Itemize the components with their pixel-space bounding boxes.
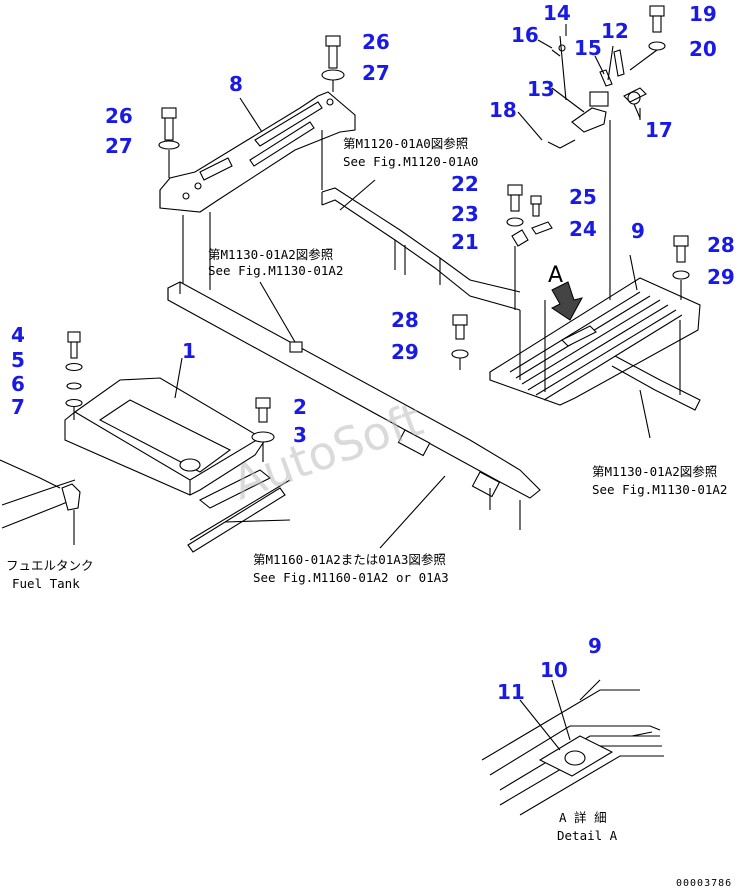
callout-16: 16 — [511, 23, 539, 47]
part-9-grating — [489, 120, 701, 411]
callout-5: 5 — [11, 348, 25, 372]
view-arrow-a — [551, 281, 583, 321]
bolt-26-right — [321, 35, 345, 92]
callout-19: 19 — [689, 2, 717, 26]
detail-a-en: Detail A — [557, 828, 618, 843]
upper-rail — [321, 187, 521, 311]
part-1-cover — [64, 377, 291, 553]
watermark: AutoSoft — [225, 392, 429, 510]
callout-2: 2 — [293, 395, 307, 419]
note-m1130b-en: See Fig.M1130-01A2 — [592, 482, 727, 497]
callout-28-right: 28 — [707, 233, 735, 257]
callout-1: 1 — [182, 339, 196, 363]
callout-20: 20 — [689, 37, 717, 61]
note-fuel-en: Fuel Tank — [12, 576, 80, 591]
callout-15: 15 — [574, 36, 602, 60]
small-parts-12-20 — [547, 5, 666, 149]
callout-17: 17 — [645, 118, 673, 142]
callout-27-right: 27 — [362, 61, 390, 85]
note-m1120-en: See Fig.M1120-01A0 — [343, 154, 478, 169]
note-m1130b-jp: 第M1130-01A2図参照 — [592, 464, 717, 479]
callout-3: 3 — [293, 423, 307, 447]
document-number: 00003786 — [676, 878, 732, 889]
bolt-stack-4-7 — [65, 331, 83, 420]
bolt-2-3 — [251, 397, 275, 462]
callout-9-detail: 9 — [588, 634, 602, 658]
callout-26-right: 26 — [362, 30, 390, 54]
bolts-21-25 — [506, 184, 553, 310]
fuel-tank — [0, 459, 81, 545]
callout-14: 14 — [543, 1, 571, 25]
main-rail — [167, 281, 541, 530]
leader-lines — [174, 24, 651, 751]
callout-7: 7 — [11, 395, 25, 419]
callout-24: 24 — [569, 217, 597, 241]
callouts: 8 26 27 26 27 14 16 15 12 13 18 17 19 20… — [11, 1, 735, 704]
callout-13: 13 — [527, 77, 555, 101]
callout-25: 25 — [569, 185, 597, 209]
bolt-26-left — [158, 107, 180, 178]
part-8-bracket — [159, 91, 356, 290]
note-m1160-jp: 第M1160-01A2または01A3図参照 — [253, 552, 446, 567]
note-m1130a-jp: 第M1130-01A2図参照 — [208, 247, 333, 262]
bolt-28-29-left — [451, 314, 469, 370]
note-m1160-en: See Fig.M1160-01A2 or 01A3 — [253, 570, 449, 585]
callout-6: 6 — [11, 372, 25, 396]
callout-29-left: 29 — [391, 340, 419, 364]
callout-27-left: 27 — [105, 134, 133, 158]
view-label-a: A — [548, 263, 563, 288]
callout-28-left: 28 — [391, 308, 419, 332]
detail-a-inset — [481, 679, 664, 816]
callout-8: 8 — [229, 72, 243, 96]
note-m1120-jp: 第M1120-01A0図参照 — [343, 136, 468, 151]
bolt-28-29-right — [672, 235, 690, 300]
note-fuel-jp: フュエルタンク — [6, 558, 94, 573]
callout-29-right: 29 — [707, 265, 735, 289]
callout-10: 10 — [540, 658, 568, 682]
callout-18: 18 — [489, 98, 517, 122]
callout-12: 12 — [601, 19, 629, 43]
reference-notes: 第M1120-01A0図参照 See Fig.M1120-01A0 第M1130… — [6, 136, 727, 843]
note-m1130a-en: See Fig.M1130-01A2 — [208, 263, 343, 278]
detail-a-jp: A 詳 細 — [559, 810, 607, 825]
callout-26-left: 26 — [105, 104, 133, 128]
callout-22: 22 — [451, 172, 479, 196]
callout-23: 23 — [451, 202, 479, 226]
callout-21: 21 — [451, 230, 479, 254]
callout-4: 4 — [11, 323, 25, 347]
callout-9: 9 — [631, 219, 645, 243]
callout-11: 11 — [497, 680, 525, 704]
